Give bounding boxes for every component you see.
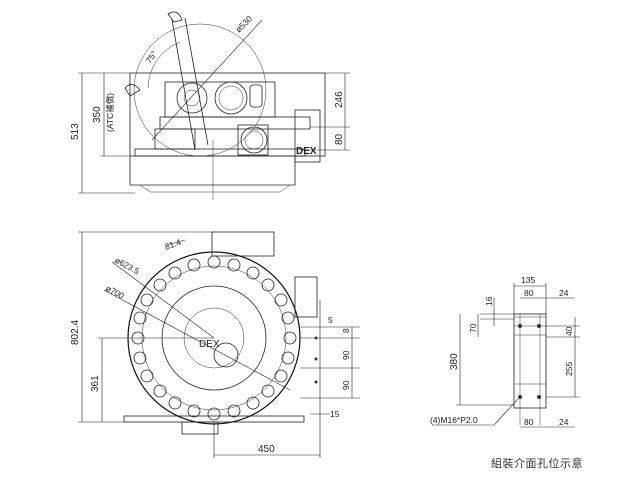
swing-angle-label: 75° — [143, 49, 159, 65]
top-overall-height-label: 802.4 — [70, 320, 81, 345]
interface-view: 135 80 24 16 70 380 40 255 80 24 (4)M16*… — [430, 275, 580, 428]
atc-note-label: (ATC補償) — [105, 93, 115, 132]
right-height-label: 246 — [334, 91, 345, 108]
upper-height-label: 70 — [468, 323, 478, 333]
hole-vertical-label: 255 — [564, 362, 574, 376]
side-view: ø530 75° DEX 513 350 (ATC補償) 246 80 — [70, 11, 350, 200]
edge-top-label: 24 — [559, 288, 569, 298]
atc-height-label: 350 — [92, 106, 103, 123]
hole-callout-label: (4)M16*P2.0 — [430, 415, 478, 425]
pitch-label: 81.4 — [163, 237, 182, 252]
top-offset-label: 16 — [484, 296, 494, 306]
swing-diameter-label: ø530 — [233, 13, 254, 34]
interface-overall-height-label: 380 — [449, 353, 460, 370]
gap-top-label: 5 — [328, 315, 333, 325]
gap-small-label: 8 — [341, 328, 351, 333]
top-view: DEX ø623.5 ø700 81.4 802.4 361 450 5 8 9… — [70, 231, 360, 458]
right-offset-label: 80 — [334, 133, 345, 145]
interface-width-label: 135 — [521, 275, 535, 285]
edge-bottom-label: 24 — [559, 417, 569, 427]
brand-mark-top: DEX — [199, 339, 220, 350]
drawing-caption: 組裝介面孔位示意 — [491, 457, 583, 470]
spacing-2-label: 90 — [341, 380, 351, 390]
center-height-label: 361 — [90, 375, 101, 392]
brand-mark-side: DEX — [296, 146, 317, 157]
overall-height-label: 513 — [70, 123, 81, 140]
hole-spacing-bottom-label: 80 — [524, 417, 534, 427]
gap-bottom-label: 15 — [330, 409, 340, 419]
outer-circle-label: ø700 — [104, 283, 126, 301]
spacing-1-label: 90 — [341, 350, 351, 360]
width-label: 450 — [258, 444, 275, 455]
upper-gap-label: 40 — [564, 326, 574, 336]
hole-spacing-top-label: 80 — [524, 288, 534, 298]
